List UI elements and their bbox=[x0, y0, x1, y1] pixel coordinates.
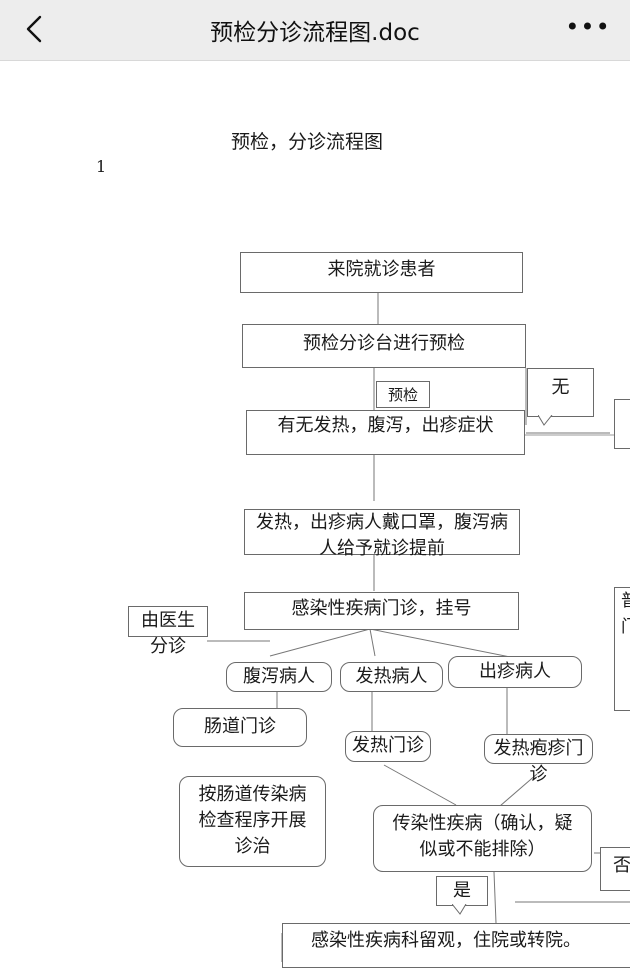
callout-pointer-icon bbox=[538, 415, 553, 426]
chevron-left-icon bbox=[26, 15, 42, 43]
infectious-clinic-box: 感染性疾病门诊，挂号 bbox=[244, 592, 519, 630]
observation-box: 感染性疾病科留观，住院或转院。 bbox=[282, 923, 630, 968]
doctor-triage-box: 由医生分诊 bbox=[128, 606, 208, 657]
triage-desk-box: 预检分诊台进行预检 bbox=[242, 324, 526, 368]
no-right-callout: 否 bbox=[600, 847, 630, 891]
yes-callout: 是 bbox=[436, 876, 488, 906]
diarrhea-patient-box: 腹泻病人 bbox=[226, 662, 332, 692]
more-options-button[interactable]: ••• bbox=[565, 13, 611, 41]
callout-pointer-icon bbox=[452, 904, 467, 915]
precheck-callout: 预检 bbox=[376, 381, 430, 408]
page-title: 预检，分诊流程图 bbox=[230, 131, 383, 153]
infectious-disease-box: 传染性疾病（确认，疑似或不能排除） bbox=[373, 805, 592, 872]
page-number: 1 bbox=[96, 157, 107, 176]
document-page: 预检，分诊流程图 1 来院就诊患者 预检分诊台进行预检 bbox=[0, 61, 630, 968]
right-partial-text-2: 门 bbox=[621, 617, 630, 637]
right-partial-text-1: 普 bbox=[621, 591, 630, 611]
intestinal-procedure-box: 按肠道传染病检查程序开展诊治 bbox=[179, 776, 326, 867]
no-callout: 无 bbox=[527, 368, 594, 417]
top-bar: 预检分诊流程图.doc ••• bbox=[0, 0, 630, 61]
fever-patient-box: 发热病人 bbox=[340, 662, 443, 692]
fever-rash-clinic-box: 发热疱疹门诊 bbox=[484, 734, 593, 785]
fever-clinic-box: 发热门诊 bbox=[345, 731, 431, 762]
patient-arrival-box: 来院就诊患者 bbox=[240, 252, 523, 293]
intestinal-clinic-box: 肠道门诊 bbox=[173, 708, 307, 747]
rash-patient-box: 出疹病人 bbox=[448, 656, 582, 688]
mask-priority-box: 发热，出疹病人戴口罩，腹泻病人给予就诊提前 bbox=[244, 509, 520, 559]
back-button[interactable] bbox=[18, 8, 52, 50]
right-partial-box-top bbox=[614, 399, 630, 449]
symptom-check-box: 有无发热，腹泻，出疹症状 bbox=[246, 410, 525, 455]
document-title: 预检分诊流程图.doc bbox=[210, 20, 420, 46]
right-partial-box-middle: 普 门 bbox=[614, 587, 630, 711]
